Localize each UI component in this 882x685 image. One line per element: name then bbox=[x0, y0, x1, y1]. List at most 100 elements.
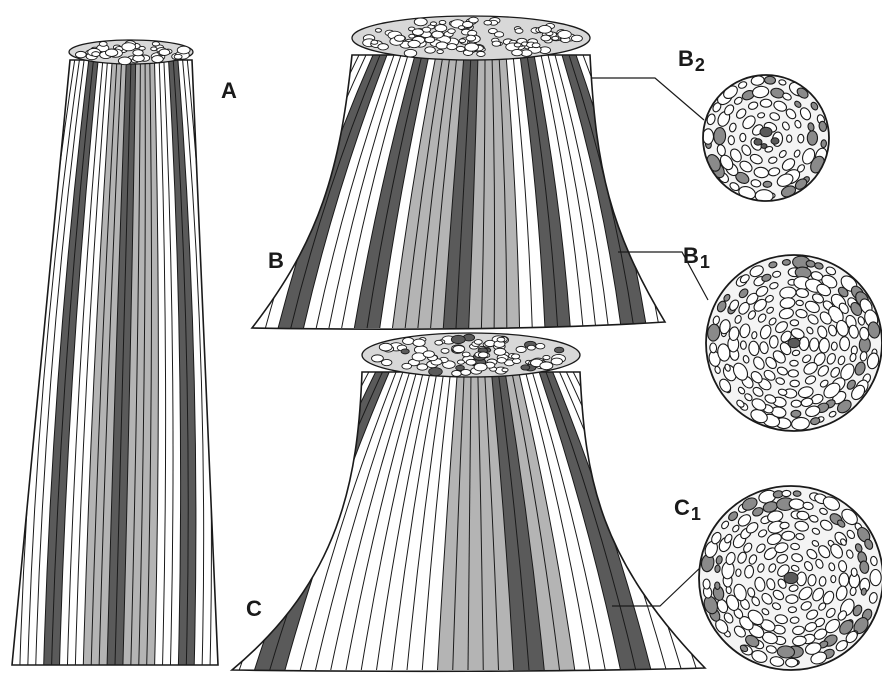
section-cell bbox=[714, 582, 720, 590]
cap-cell bbox=[552, 36, 559, 40]
cap-cell bbox=[492, 41, 501, 46]
cap-cell bbox=[441, 348, 449, 353]
cap-cell bbox=[152, 56, 164, 63]
cap-cell bbox=[413, 339, 425, 346]
cap-cell bbox=[152, 42, 159, 46]
section-cell bbox=[788, 607, 796, 613]
stem-c bbox=[224, 333, 712, 671]
cap-cell bbox=[474, 340, 482, 345]
leader-lines bbox=[592, 78, 708, 606]
fibre-strand bbox=[562, 55, 621, 328]
section-vascular-cell bbox=[784, 572, 798, 583]
section-cell bbox=[821, 140, 827, 148]
label-c1: C1 bbox=[674, 497, 701, 519]
fibre-strand bbox=[346, 372, 417, 670]
section-cell bbox=[764, 76, 776, 85]
section-cell bbox=[840, 337, 850, 351]
section-cell bbox=[791, 400, 801, 407]
cap-cell bbox=[543, 355, 550, 359]
section-cell bbox=[798, 134, 804, 143]
cap-cell bbox=[497, 358, 506, 364]
stem-b-cross-section-cap bbox=[352, 16, 590, 60]
cap-cell bbox=[469, 17, 479, 23]
cap-cell bbox=[435, 340, 443, 345]
cap-cell bbox=[458, 26, 464, 30]
section-cell bbox=[793, 491, 801, 497]
cap-cell bbox=[395, 35, 405, 41]
section-cell bbox=[831, 575, 836, 582]
cap-cell bbox=[452, 370, 462, 376]
cap-cell bbox=[466, 35, 476, 41]
section-cell bbox=[710, 343, 717, 353]
label-b2: B2 bbox=[678, 48, 705, 70]
section-cell bbox=[714, 565, 720, 573]
cap-cell bbox=[430, 22, 436, 26]
section-cell bbox=[790, 320, 799, 326]
label-b2-subscript: 2 bbox=[695, 55, 705, 75]
cap-cell bbox=[459, 39, 465, 43]
section-cell bbox=[819, 576, 827, 586]
cap-cell bbox=[177, 46, 190, 54]
cap-cell bbox=[462, 352, 470, 357]
fibre-strand bbox=[239, 372, 369, 670]
cap-cell bbox=[437, 50, 444, 54]
cap-cell bbox=[502, 368, 508, 372]
stem-b bbox=[240, 16, 672, 329]
cap-cell bbox=[465, 43, 479, 51]
cap-cell bbox=[404, 49, 417, 57]
cap-cell bbox=[375, 29, 381, 33]
cap-cell bbox=[417, 364, 428, 370]
section-cell bbox=[786, 135, 791, 143]
section-cell bbox=[870, 569, 881, 585]
section-cell bbox=[786, 658, 798, 667]
cap-cell bbox=[436, 42, 448, 49]
cap-cell bbox=[532, 43, 540, 48]
cap-cell bbox=[447, 44, 457, 50]
section-cell bbox=[786, 595, 799, 604]
cap-cell bbox=[412, 29, 423, 36]
section-cell bbox=[790, 380, 800, 387]
label-c: C bbox=[246, 598, 262, 620]
fibre-strand bbox=[392, 372, 437, 670]
section-cell bbox=[831, 342, 837, 351]
stem-a-cross-section-cap bbox=[69, 40, 193, 65]
cap-cell bbox=[423, 351, 434, 358]
fibre-strand bbox=[285, 372, 389, 670]
cap-cell bbox=[571, 35, 582, 42]
cap-cell bbox=[372, 355, 384, 362]
cap-cell bbox=[551, 358, 562, 365]
cap-cell bbox=[484, 20, 492, 25]
cap-cell bbox=[536, 343, 545, 349]
section-vascular-cell bbox=[754, 139, 762, 145]
section-vascular-cell bbox=[788, 338, 800, 348]
stem-c-cross-section-cap bbox=[362, 333, 580, 377]
cap-cell bbox=[414, 18, 427, 26]
fibre-strand bbox=[377, 372, 431, 670]
cap-cell bbox=[494, 348, 506, 355]
section-cell bbox=[839, 573, 849, 587]
cap-cell bbox=[521, 365, 530, 370]
label-b1: B1 bbox=[683, 245, 710, 267]
section-cell bbox=[796, 300, 804, 306]
cap-cell bbox=[497, 337, 505, 342]
section-cell bbox=[790, 617, 799, 624]
section-vascular-cell bbox=[760, 127, 772, 137]
section-cell bbox=[713, 127, 725, 144]
cap-cell bbox=[133, 50, 143, 56]
cap-cell bbox=[494, 32, 503, 38]
section-cell bbox=[769, 335, 778, 348]
cap-cell bbox=[174, 54, 182, 59]
cap-cell bbox=[466, 359, 476, 365]
cap-cell bbox=[92, 52, 100, 57]
cap-cell bbox=[401, 349, 409, 354]
cap-cell bbox=[99, 42, 107, 47]
label-c1-subscript: 1 bbox=[691, 504, 701, 524]
cap-cell bbox=[453, 345, 465, 352]
section-cell bbox=[760, 99, 771, 107]
cap-cell bbox=[512, 49, 523, 55]
cap-cell bbox=[122, 43, 136, 51]
cap-cell bbox=[105, 49, 117, 56]
cap-cell bbox=[478, 352, 488, 358]
